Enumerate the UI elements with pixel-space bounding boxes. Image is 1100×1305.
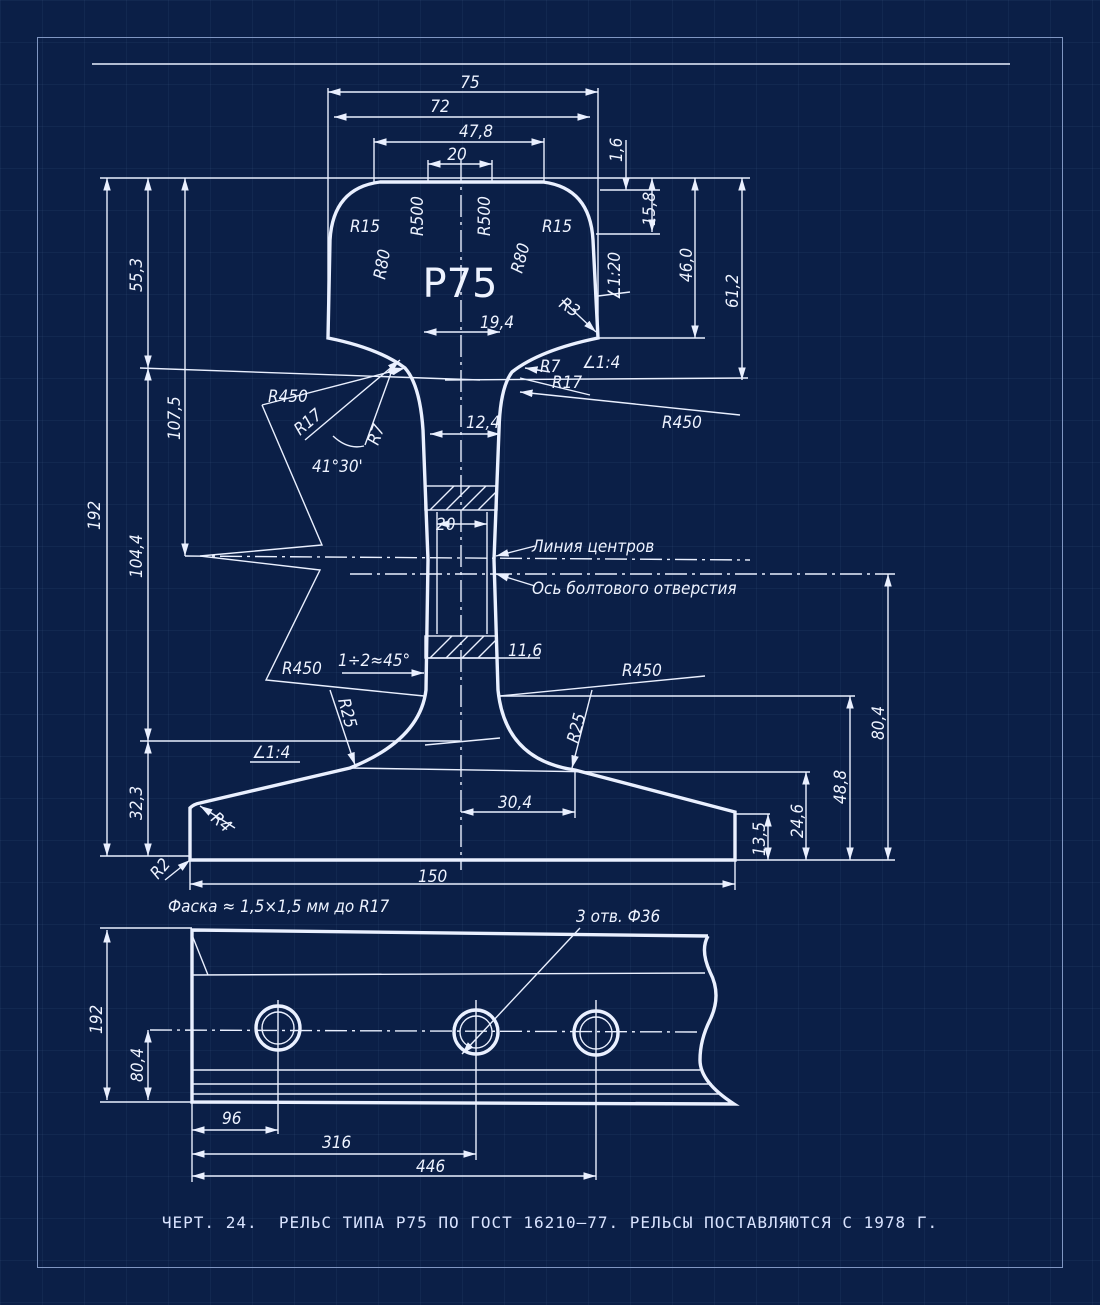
radius-r7-right: R7 xyxy=(540,357,561,377)
slope-1-20: ∠1:20 xyxy=(605,252,625,300)
slope-1-4-top: ∠1:4 xyxy=(582,353,620,373)
side-bolt-axis xyxy=(149,1029,701,1033)
note-chamfer: Фаска ≈ 1,5×1,5 мм до R17 xyxy=(168,897,389,917)
dim-20-web: 20 xyxy=(436,515,455,535)
dim-11-6: 11,6 xyxy=(508,641,542,661)
side-head-line xyxy=(191,972,706,976)
dim-48-8: 48,8 xyxy=(831,770,851,804)
leader-r17-r xyxy=(519,377,591,396)
head-level-line-left xyxy=(139,367,481,381)
note-center-line: Линия центров xyxy=(531,537,654,557)
radius-r2: R2 xyxy=(147,855,175,883)
radius-r450-upper-left: R450 xyxy=(268,387,308,407)
dim-15-8: 15,8 xyxy=(640,192,660,226)
drawing-frame xyxy=(37,37,1063,1268)
dim-32-3: 32,3 xyxy=(127,786,147,820)
figure-caption: ЧЕРТ. 24. РЕЛЬС ТИПА Р75 ПО ГОСТ 16210—7… xyxy=(161,1213,939,1232)
dim-30-4: 30,4 xyxy=(498,793,532,813)
dim-316: 316 xyxy=(322,1133,351,1153)
dim-107-5: 107,5 xyxy=(165,396,185,440)
radius-r450-lower-left: R450 xyxy=(282,659,322,679)
note-bolt-axis: Ось болтового отверстия xyxy=(532,579,737,599)
dim-72: 72 xyxy=(430,97,449,117)
head-level-line-right xyxy=(444,377,749,381)
dim-192-side: 192 xyxy=(87,1005,107,1034)
radius-r80-right: R80 xyxy=(508,241,535,275)
radius-r450-lower-right: R450 xyxy=(622,661,662,681)
angle-arc xyxy=(332,435,365,448)
dim-1-6: 1,6 xyxy=(607,137,627,162)
profile-label: Р75 xyxy=(422,261,497,307)
radius-r3: R3 xyxy=(555,294,583,322)
radius-r7-left: R7 xyxy=(364,421,390,447)
radius-r15-right: R15 xyxy=(542,217,572,237)
dim-150: 150 xyxy=(418,867,447,887)
leader-center-line xyxy=(495,545,536,557)
dim-446: 446 xyxy=(416,1157,445,1177)
dim-19-4: 19,4 xyxy=(480,313,514,333)
dim-104-4: 104,4 xyxy=(127,534,147,578)
leader-r25-l xyxy=(329,689,356,766)
radius-r25-right: R25 xyxy=(564,711,591,745)
radius-r450-upper-right: R450 xyxy=(662,413,702,433)
dim-96: 96 xyxy=(222,1109,242,1129)
slope-1-4-foot: ∠1:4 xyxy=(252,743,290,763)
dim-47-8: 47,8 xyxy=(459,122,493,142)
center-line xyxy=(184,555,751,561)
dim-75: 75 xyxy=(460,73,479,93)
rail-profile-outline xyxy=(188,180,737,862)
radius-r25-left: R25 xyxy=(333,696,360,730)
foot-tangent-cross xyxy=(424,737,501,746)
leader-zigzag-left xyxy=(199,404,425,697)
leader-r25-r xyxy=(571,689,593,769)
dim-20-top: 20 xyxy=(447,145,466,165)
dim-24-6: 24,6 xyxy=(788,804,808,838)
hatch-strokes xyxy=(429,485,498,659)
chamfer-web: 1÷2≈45° xyxy=(338,651,410,671)
radius-r500-left: R500 xyxy=(408,196,428,236)
dim-13-5: 13,5 xyxy=(750,822,770,856)
radius-r17-left: R17 xyxy=(290,405,326,440)
dim-55-3: 55,3 xyxy=(127,258,147,292)
dim-12-4: 12,4 xyxy=(466,413,500,433)
angle-label: 41°30' xyxy=(312,457,363,477)
dim-46-0: 46,0 xyxy=(677,248,697,282)
leader-r450-lr xyxy=(499,675,706,697)
radius-r80-left: R80 xyxy=(370,248,395,281)
radius-r15-left: R15 xyxy=(350,217,380,237)
radius-r500-right: R500 xyxy=(475,196,495,236)
dim-61-2: 61,2 xyxy=(723,274,743,308)
leader-r450-ul xyxy=(261,367,406,406)
rail-side-view-outline xyxy=(190,928,740,1106)
foot-tangent-line xyxy=(349,767,601,773)
leader-r7-l xyxy=(364,361,396,446)
leader-r3 xyxy=(561,299,597,333)
leader-1-20 xyxy=(597,291,631,297)
side-chamfer-line xyxy=(191,934,209,976)
note-holes: 3 отв. Ф36 xyxy=(576,907,660,927)
radius-r17-right: R17 xyxy=(552,373,582,393)
leader-r4 xyxy=(199,805,236,829)
dim-80-4: 80,4 xyxy=(869,706,889,740)
dim-192: 192 xyxy=(85,501,105,530)
leader-bolt-axis xyxy=(495,573,536,587)
leader-r450-ur xyxy=(519,389,741,416)
dim-80-4-side: 80,4 xyxy=(128,1048,148,1082)
leader-r17-l xyxy=(304,359,401,441)
leader-r7-r xyxy=(524,366,551,374)
leader-holes xyxy=(461,927,581,1055)
leader-r2 xyxy=(164,859,191,881)
